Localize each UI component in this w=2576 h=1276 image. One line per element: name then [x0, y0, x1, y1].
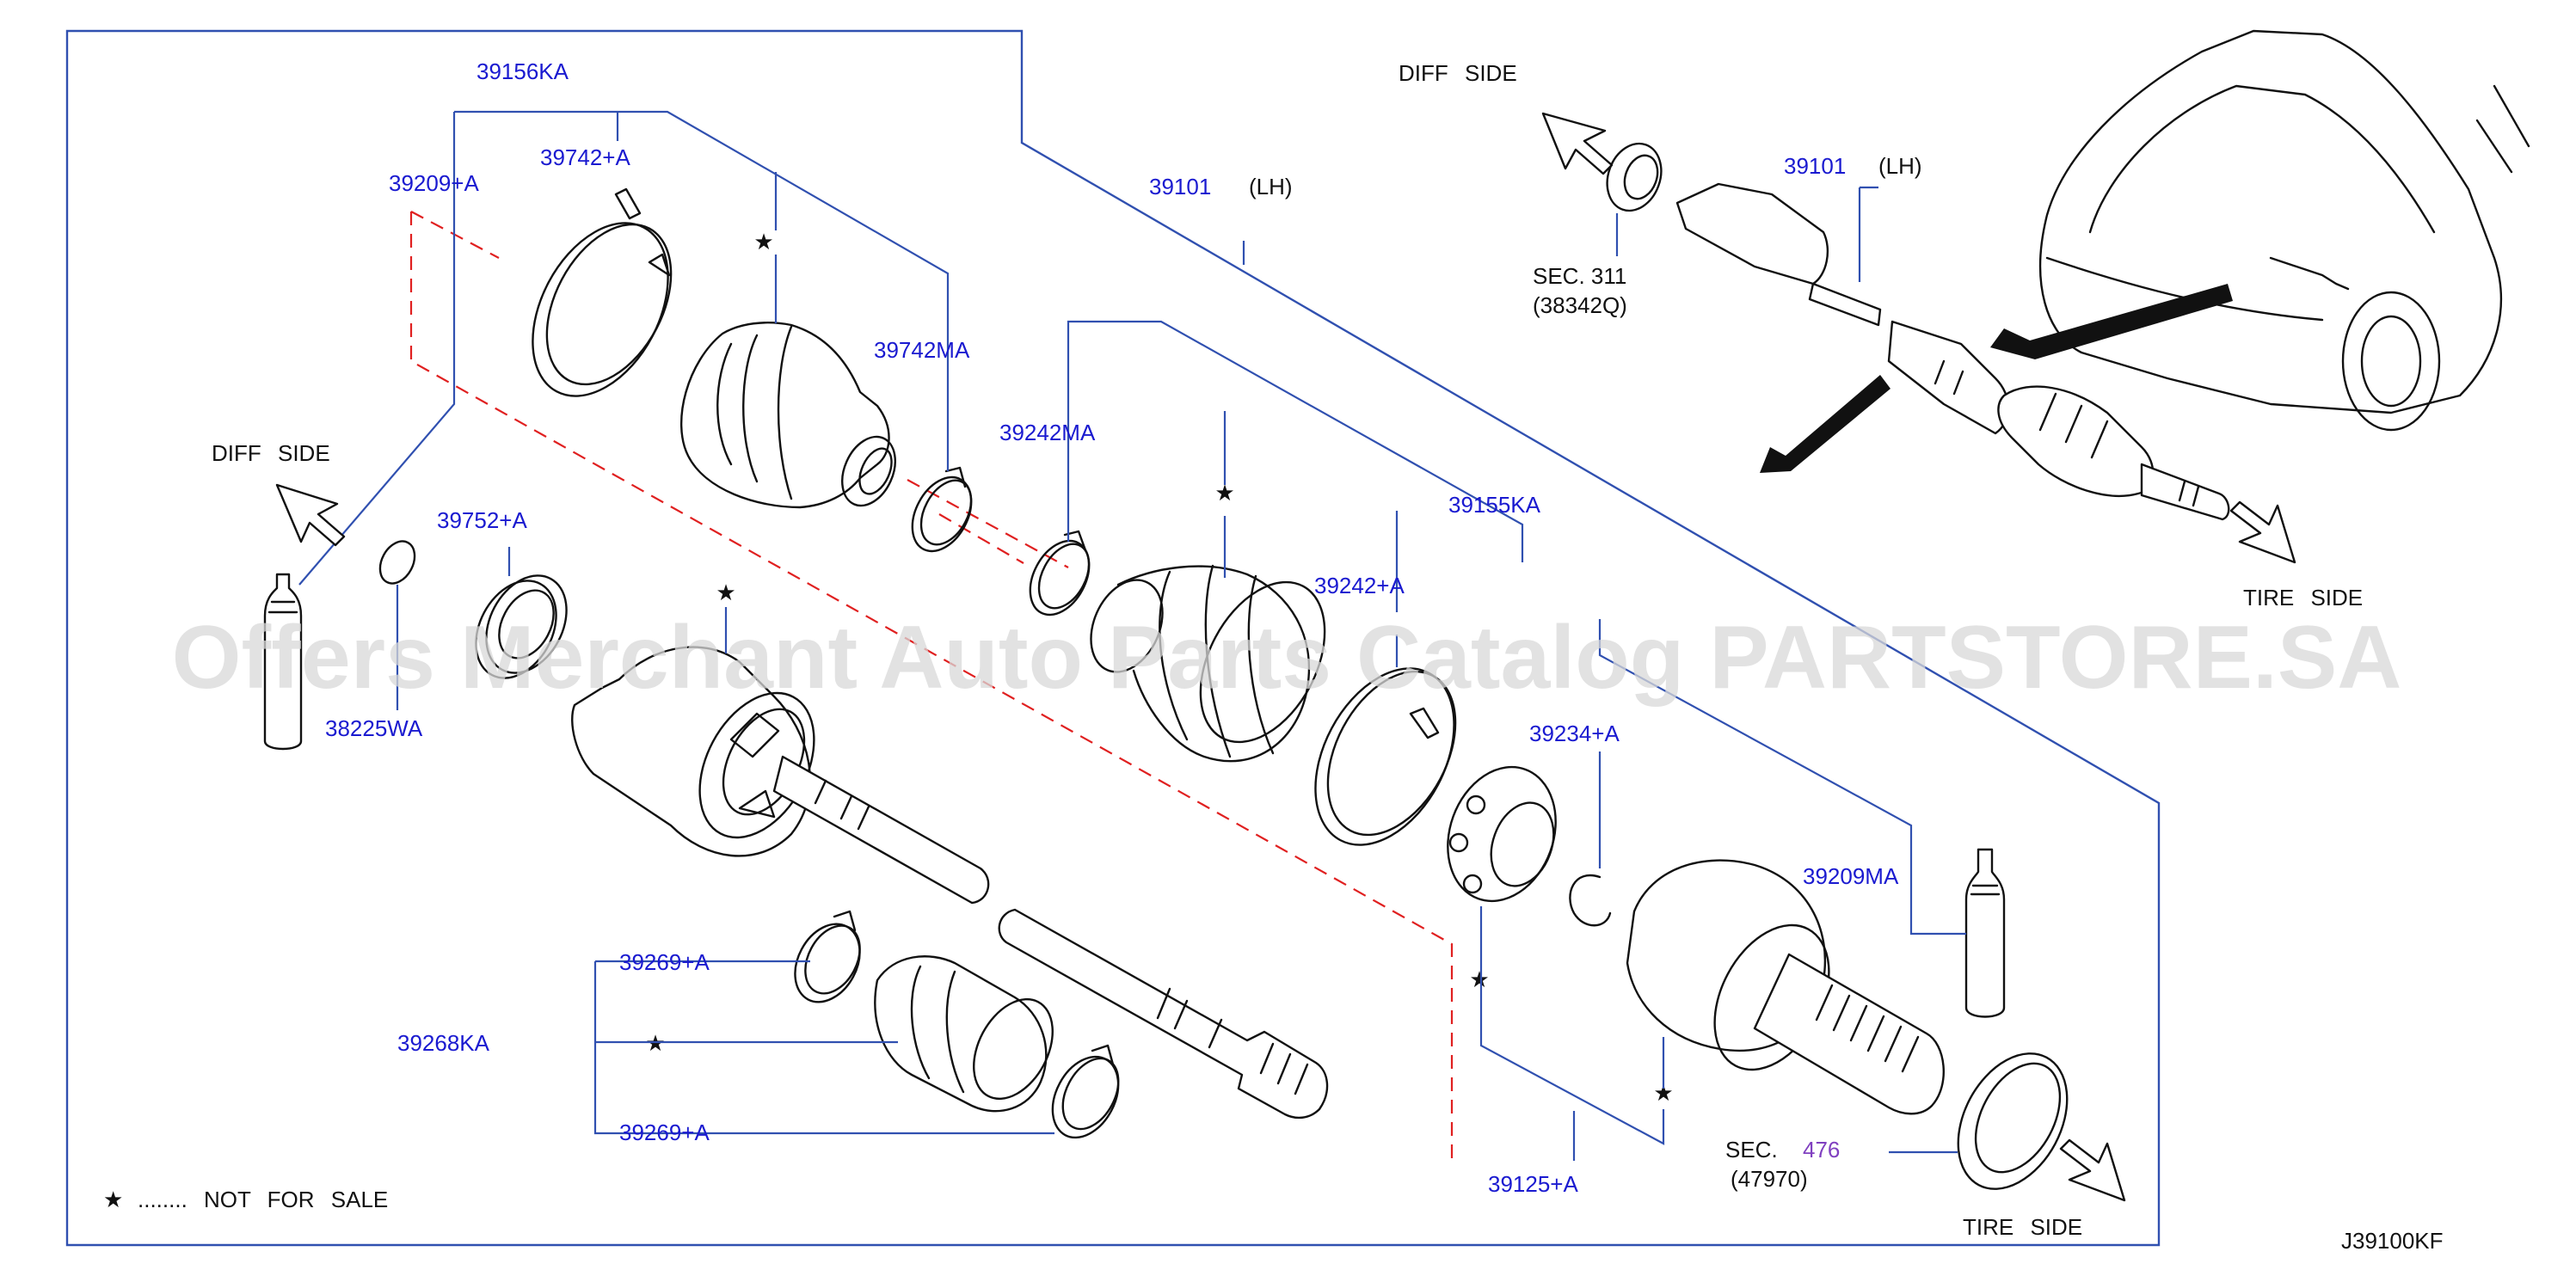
grease-tube-diff-side-part [263, 573, 303, 751]
outer-boot-part [1090, 564, 1326, 763]
legend-not-for-sale: ........ NOT FOR SALE [138, 1187, 388, 1212]
assembly-frame [65, 29, 2161, 1247]
center-shaft-part [998, 908, 1329, 1120]
label-inset-39101[interactable]: 39101 [1784, 153, 1846, 179]
outer-joint-part [1626, 859, 1945, 1115]
tire-side-label-inset: TIRE SIDE [2243, 585, 2363, 610]
small-clamp-39742ma-part [911, 466, 973, 553]
inset-vehicle-drawing [2038, 29, 2530, 432]
label-38342q: (38342Q) [1533, 292, 1627, 318]
label-39209a[interactable]: 39209+A [389, 170, 479, 196]
circlip-38225wa-part [378, 540, 416, 585]
label-39101-lh: (LH) [1249, 174, 1293, 199]
svg-text:★: ★ [1653, 1080, 1673, 1106]
inner-joint-housing-part [571, 646, 990, 905]
label-39155ka[interactable]: 39155KA [1448, 492, 1541, 518]
label-39209ma[interactable]: 39209MA [1803, 863, 1899, 889]
leader-lines [298, 110, 1966, 1161]
small-clamp-39242ma-part [1029, 530, 1091, 617]
snap-ring-part [1569, 874, 1612, 927]
svg-text:★: ★ [1214, 480, 1234, 506]
label-39742a[interactable]: 39742+A [540, 144, 630, 170]
diff-side-label-inset: DIFF SIDE [1399, 60, 1517, 86]
label-sec-311[interactable]: SEC. 311 [1533, 263, 1626, 289]
label-sec-word: SEC. [1725, 1137, 1778, 1163]
diff-side-arrow-main [275, 483, 346, 547]
inset-leader-lines [1615, 186, 1878, 282]
boot-band-39752a-part [475, 574, 568, 679]
legend-star-icon: ★ [103, 1187, 123, 1212]
ball-cage-part [1447, 765, 1557, 903]
band-clamp-39742a-part [532, 187, 673, 397]
tire-side-arrow-inset [2229, 500, 2296, 564]
label-sec-476[interactable]: 476 [1803, 1137, 1840, 1163]
band-clamp-39242a-part [1314, 667, 1457, 846]
label-38225wa[interactable]: 38225WA [325, 715, 423, 741]
label-39269a-top[interactable]: 39269+A [619, 949, 710, 975]
label-39234a[interactable]: 39234+A [1529, 721, 1620, 746]
svg-text:★: ★ [753, 229, 773, 255]
label-39268ka[interactable]: 39268KA [397, 1030, 490, 1056]
label-39156ka[interactable]: 39156KA [476, 58, 569, 84]
clamp-39269a-top-part [794, 910, 861, 1003]
label-39101[interactable]: 39101 [1149, 174, 1211, 199]
diagram-id: J39100KF [2341, 1228, 2444, 1254]
watermark-text: Offers Merchant Auto Parts Catalog PARTS… [172, 608, 2402, 708]
label-47970: (47970) [1731, 1166, 1808, 1192]
label-39269a-bottom[interactable]: 39269+A [619, 1120, 710, 1145]
tire-side-arrow-main [2059, 1138, 2126, 1202]
sensor-rotor-part [1957, 1052, 2069, 1190]
diff-side-arrow-inset [1541, 112, 1614, 175]
clamp-39269a-bottom-part [1051, 1044, 1120, 1139]
inset-direction-arrows [1760, 284, 2233, 473]
inner-boot-part [680, 322, 896, 509]
label-39242a[interactable]: 39242+A [1314, 573, 1405, 598]
svg-text:★: ★ [1469, 966, 1489, 992]
diff-side-label-main: DIFF SIDE [212, 440, 330, 466]
inset-bearing-part [1606, 142, 1663, 212]
label-39125a[interactable]: 39125+A [1488, 1171, 1578, 1197]
dashed-inner-connector [938, 513, 1024, 564]
label-39752a[interactable]: 39752+A [437, 507, 527, 533]
boot-39268ka-part [874, 955, 1054, 1113]
grease-tube-tire-side-part [1964, 848, 2006, 1018]
svg-text:★: ★ [716, 580, 735, 605]
tire-side-label-main: TIRE SIDE [1963, 1214, 2082, 1240]
label-inset-39101-lh: (LH) [1878, 153, 1922, 179]
label-39742ma[interactable]: 39742MA [874, 337, 970, 363]
inset-drive-shaft-part [1675, 182, 2230, 521]
label-39242ma[interactable]: 39242MA [999, 420, 1096, 445]
